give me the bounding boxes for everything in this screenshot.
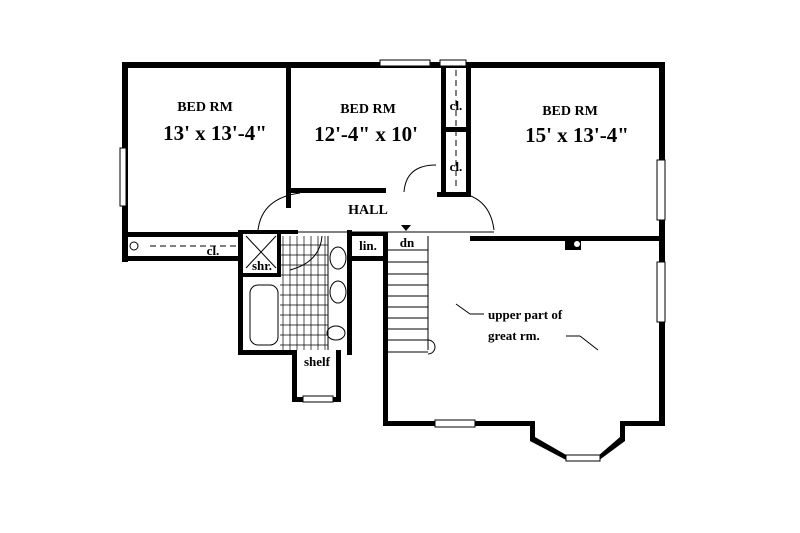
shelf-label: shelf	[304, 354, 331, 369]
closet-top-label: cl.	[450, 98, 463, 113]
stairs-label: dn	[400, 235, 415, 250]
great-room-label-2: great rm.	[488, 328, 540, 343]
staircase[interactable]	[388, 236, 436, 355]
bed3-label: BED RM	[542, 104, 598, 119]
labels: BED RM 13' x 13'-4" BED RM 12'-4" x 10' …	[163, 98, 629, 369]
closet-left-label: cl.	[207, 243, 220, 258]
down-arrow-icon	[401, 225, 411, 231]
closet-mid-label: cl.	[450, 159, 463, 174]
great-room-label-1: upper part of	[488, 307, 563, 322]
bed1-size: 13' x 13'-4"	[163, 121, 267, 145]
fixtures	[129, 70, 599, 355]
windows	[119, 59, 666, 462]
hall-label: HALL	[348, 203, 388, 218]
tile-floor	[280, 236, 328, 350]
linen-label: lin.	[359, 238, 377, 253]
bed2-label: BED RM	[340, 102, 396, 117]
shower-label: shr.	[252, 258, 272, 273]
bed2-size: 12'-4" x 10'	[314, 122, 418, 146]
bed1-label: BED RM	[177, 100, 233, 115]
bed3-size: 15' x 13'-4"	[525, 123, 629, 147]
